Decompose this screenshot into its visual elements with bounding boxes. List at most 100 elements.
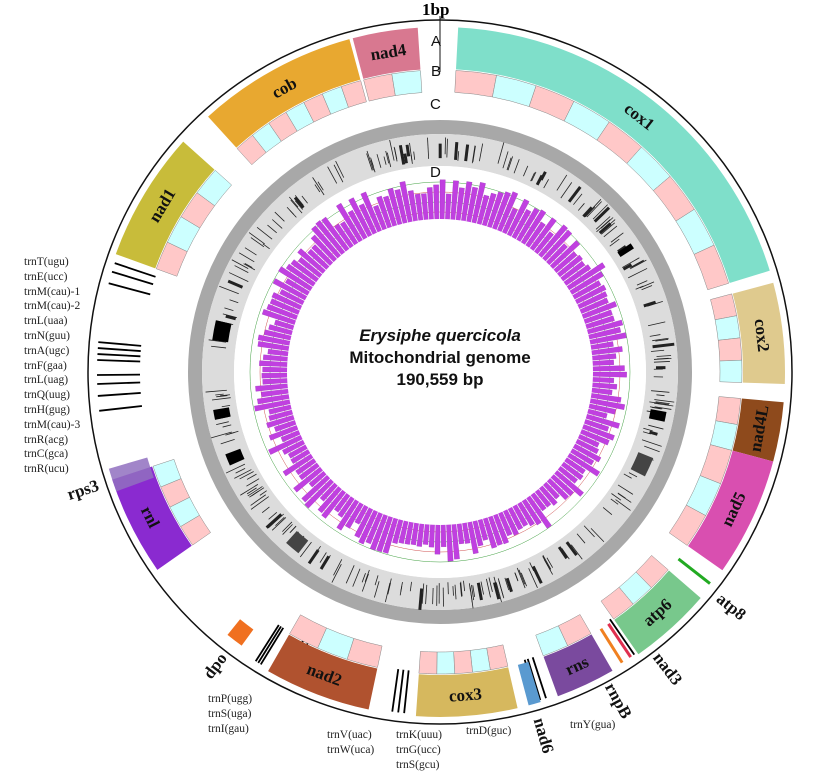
repeat-tick <box>299 541 312 558</box>
repeat-tick <box>403 153 408 164</box>
repeat-tick <box>469 586 473 603</box>
repeat-tick <box>229 299 239 304</box>
gene-label: rnpB <box>601 680 636 722</box>
trna-list-vw: trnV(uac)trnW(uca) <box>327 728 374 758</box>
repeat-tick <box>567 186 582 203</box>
repeat-tick <box>505 577 513 593</box>
repeat-tick <box>617 493 632 503</box>
repeat-tick <box>224 307 234 311</box>
repeat-tick <box>585 206 596 218</box>
trna-line <box>254 624 280 662</box>
repeat-tick <box>333 559 343 576</box>
repeat-tick <box>307 549 320 565</box>
gc-skew-bar <box>434 523 441 555</box>
repeat-tick <box>652 337 669 342</box>
repeat-tick <box>208 339 227 343</box>
repeat-tick <box>319 552 327 563</box>
repeat-tick <box>623 473 632 479</box>
exon-box <box>289 614 327 649</box>
repeat-tick <box>647 321 666 327</box>
repeat-tick <box>452 586 454 596</box>
exon-box <box>418 651 438 675</box>
repeat-tick <box>651 390 670 393</box>
repeat-tick <box>648 424 664 430</box>
repeat-tick <box>493 582 501 600</box>
repeat-tick <box>622 257 640 268</box>
repeat-tick <box>271 517 287 531</box>
trna-label: trnQ(uug) <box>24 389 70 402</box>
ring-label-d: D <box>430 164 441 181</box>
genome-size: 190,559 bp <box>396 370 484 389</box>
repeat-tick <box>331 563 342 583</box>
repeat-tick <box>485 578 491 598</box>
gene-label: cox2 <box>751 318 774 353</box>
trna-line <box>391 668 400 712</box>
repeat-tick <box>611 493 622 501</box>
repeat-tick <box>530 172 535 182</box>
trna-line <box>99 405 143 412</box>
trna-label: trnL(uag) <box>24 374 69 387</box>
repeat-tick <box>220 438 235 445</box>
exon-box <box>668 504 707 546</box>
repeat-tick <box>409 142 413 161</box>
gene-nad4 <box>352 27 421 79</box>
repeat-tick <box>215 393 224 396</box>
gene-atp6 <box>614 570 701 655</box>
trna-line <box>257 625 282 664</box>
repeat-tick <box>352 568 361 587</box>
exon-box <box>710 293 737 321</box>
repeat-tick <box>268 513 284 529</box>
repeat-tick <box>361 573 369 592</box>
gene-nad5 <box>688 450 774 571</box>
repeat-tick <box>413 151 416 160</box>
gene-rnl <box>112 466 192 570</box>
repeat-tick <box>425 584 428 605</box>
repeat-tick <box>560 182 573 199</box>
repeat-tick <box>630 260 644 268</box>
repeat-tick <box>573 193 583 205</box>
repeat-tick <box>272 219 283 229</box>
repeat-tick <box>289 210 297 218</box>
repeat-tick <box>583 525 595 538</box>
repeat-tick <box>518 569 526 585</box>
gene-label: rps3 <box>65 476 101 504</box>
repeat-tick <box>600 217 614 229</box>
repeat-tick <box>465 150 468 161</box>
repeat-tick <box>244 263 253 268</box>
repeat-tick <box>282 521 293 532</box>
repeat-tick <box>243 263 256 271</box>
repeat-tick <box>282 524 293 535</box>
repeat-tick <box>446 138 448 158</box>
repeat-tick <box>370 157 374 167</box>
repeat-tick <box>531 565 543 584</box>
repeat-tick <box>649 401 670 406</box>
repeat-tick <box>457 151 460 161</box>
exon-box <box>340 80 367 108</box>
repeat-tick <box>361 573 366 583</box>
exon-box <box>693 244 729 291</box>
exon-box <box>391 70 423 96</box>
gene-dpo <box>227 619 254 646</box>
ring-c-outer <box>188 120 692 624</box>
gene-cox2 <box>732 282 785 385</box>
repeat-tick <box>205 389 227 393</box>
repeat-tick <box>376 154 382 168</box>
repeat-tick <box>463 580 466 592</box>
repeat-tick <box>399 586 403 596</box>
exon-box <box>454 70 497 98</box>
gc-skew-bar <box>261 372 289 379</box>
trna-label: trnS(uga) <box>208 707 252 720</box>
repeat-tick <box>478 143 484 162</box>
repeat-tick <box>268 512 278 520</box>
repeat-tick <box>211 431 232 439</box>
repeat-tick <box>622 263 633 271</box>
trna-label: trnR(ucu) <box>24 463 69 476</box>
trna-label: trnH(gug) <box>24 403 70 416</box>
repeat-tick <box>301 195 308 204</box>
repeat-tick <box>654 402 674 407</box>
gene-label: cox3 <box>448 684 482 706</box>
repeat-block <box>213 407 231 420</box>
repeat-tick <box>502 151 509 169</box>
trna-list-d: trnD(guc) <box>466 724 511 739</box>
trna-line <box>531 657 547 699</box>
